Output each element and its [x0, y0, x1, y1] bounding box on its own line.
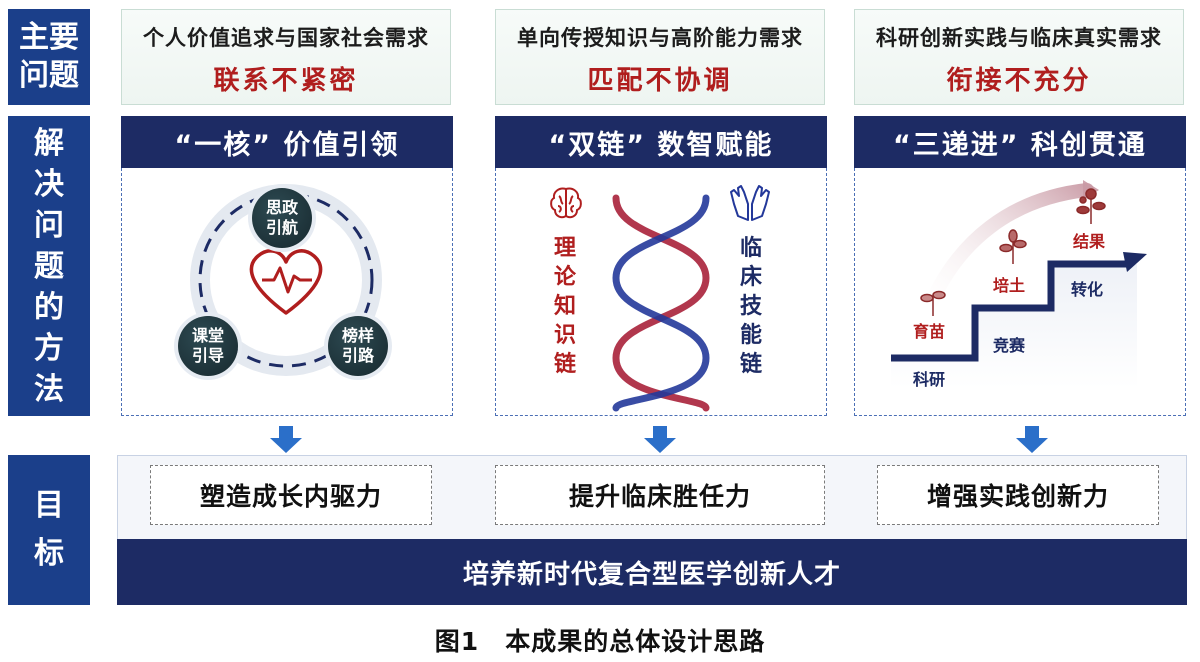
- problem-line2: 联系不紧密: [213, 66, 359, 96]
- side-char: 的: [34, 289, 64, 325]
- side-label-goals: 目 标: [8, 455, 90, 605]
- side-char: 标: [34, 536, 64, 571]
- side-char: 解: [34, 125, 64, 161]
- step-label-competition: 竞赛: [993, 336, 1026, 355]
- step-label-transformation: 转化: [1071, 280, 1104, 299]
- badge-ideology: 思政 引航: [252, 188, 312, 248]
- side-char: 决: [34, 166, 64, 202]
- brain-icon: [550, 187, 582, 219]
- staircase-diagram: [891, 180, 1147, 388]
- chain-char: 临: [739, 236, 762, 261]
- badge-line: 引导: [191, 346, 224, 365]
- chain-char: 识: [553, 323, 576, 348]
- stage-label-seedling: 育苗: [913, 322, 946, 341]
- side-char: 方: [34, 330, 64, 366]
- method-panel-2: 理 论 知 识 链 临 床 技 能 链: [495, 168, 827, 416]
- badge-line: 引航: [265, 218, 298, 237]
- side-label-problems-line1: 主要: [19, 20, 79, 55]
- double-helix: [612, 194, 710, 412]
- method-panel-1: 思政 引航 课堂 引导 榜样 引路: [121, 168, 453, 416]
- side-char: 法: [34, 371, 64, 407]
- badge-line: 引路: [341, 346, 374, 365]
- sapling-icon: [999, 229, 1027, 264]
- badge-line: 榜样: [341, 326, 374, 345]
- problem-line1: 科研创新实践与临床真实需求: [876, 26, 1162, 50]
- side-label-methods: 解 决 问 题 的 方 法: [8, 116, 90, 416]
- problem-box-2: 单向传授知识与高阶能力需求 匹配不协调: [495, 9, 825, 105]
- method-title-1: “一核” 价值引领: [121, 116, 453, 168]
- method-title-2: “双链” 数智赋能: [495, 116, 827, 168]
- problem-line1: 个人价值追求与国家社会需求: [143, 26, 429, 50]
- chain-char: 知: [553, 294, 576, 319]
- fruit-plant-icon: [1076, 188, 1106, 224]
- stage-label-soil: 培土: [993, 276, 1026, 295]
- problem-box-1: 个人价值追求与国家社会需求 联系不紧密: [121, 9, 451, 105]
- badge-rolemodel: 榜样 引路: [328, 316, 388, 376]
- side-char: 目: [34, 488, 64, 523]
- stage-label-fruit: 结果: [1073, 232, 1106, 251]
- method-title-3: “三递进” 科创贯通: [854, 116, 1186, 168]
- goal-box-1: 塑造成长内驱力: [150, 465, 432, 525]
- badge-line: 思政: [265, 198, 298, 217]
- chain-char: 论: [553, 265, 576, 290]
- problem-line2: 匹配不协调: [587, 66, 733, 96]
- problem-line2: 衔接不充分: [946, 66, 1092, 96]
- goal-box-3: 增强实践创新力: [877, 465, 1159, 525]
- sprout-icon: [920, 290, 946, 316]
- down-arrow-icon: [270, 426, 302, 453]
- chain-char: 技: [739, 294, 762, 319]
- theory-chain-label: 理 论 知 识 链: [550, 234, 580, 379]
- goal-box-2: 提升临床胜任力: [495, 465, 825, 525]
- problem-line1: 单向传授知识与高阶能力需求: [517, 26, 803, 50]
- side-char: 问: [34, 207, 64, 243]
- side-label-problems: 主要 问题: [8, 9, 90, 105]
- clinical-chain-label: 临 床 技 能 链: [736, 234, 766, 379]
- step-label-research: 科研: [913, 370, 946, 389]
- side-char: 题: [34, 248, 64, 284]
- chain-char: 链: [553, 352, 576, 377]
- chain-char: 理: [553, 236, 576, 261]
- problem-box-3: 科研创新实践与临床真实需求 衔接不充分: [854, 9, 1184, 105]
- badge-classroom: 课堂 引导: [178, 316, 238, 376]
- overall-goal-bar: 培养新时代复合型医学创新人才: [117, 539, 1187, 605]
- figure-caption: 图1 本成果的总体设计思路: [434, 627, 766, 656]
- down-arrow-icon: [1016, 426, 1048, 453]
- down-arrow-icon: [644, 426, 676, 453]
- chain-char: 链: [739, 352, 762, 377]
- hands-icon: [730, 185, 770, 221]
- heart-pulse-icon: [249, 249, 323, 315]
- badge-line: 课堂: [191, 326, 224, 345]
- chain-char: 能: [739, 323, 762, 348]
- chain-char: 床: [739, 265, 762, 290]
- side-label-problems-line2: 问题: [19, 58, 79, 93]
- method-panel-3: 育苗 培土 结果 科研 竞赛 转化: [854, 168, 1186, 416]
